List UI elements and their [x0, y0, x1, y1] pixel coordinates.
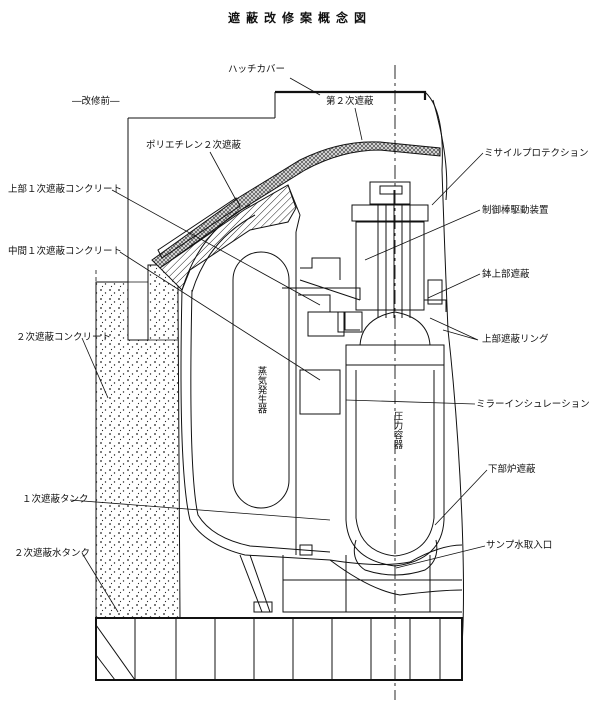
label-control-rod-drive: 制御棒駆動装置: [482, 204, 549, 216]
pressure-vessel-label: 圧力容器: [392, 411, 404, 449]
base-foundation: [95, 617, 463, 681]
secondary-shield-concrete-wall: [95, 264, 181, 619]
label-lower-furnace-shield: 下部炉遮蔽: [488, 463, 536, 475]
label-mirror-insulation: ミラーインシュレーション: [476, 399, 590, 410]
label-secondary-shield-water-tank: ２次遮蔽水タンク: [14, 547, 90, 559]
label-primary-shield-tank: １次遮蔽タンク: [22, 493, 89, 505]
diagram-title: 遮蔽改修案概念図: [228, 10, 372, 25]
label-secondary-shield-concrete: ２次遮蔽コンクリート: [16, 331, 111, 343]
label-hatch-cover: ハッチカバー: [228, 64, 285, 75]
label-upper-primary-shield-concrete: 上部１次遮蔽コンクリート: [8, 183, 122, 195]
steam-generator: 蒸気発生器: [232, 251, 290, 509]
label-secondary-shield-2: 第２次遮蔽: [326, 95, 374, 107]
label-polyethylene-secondary-shield: ポリエチレン２次遮蔽: [146, 139, 242, 151]
steam-generator-label: 蒸気発生器: [256, 366, 268, 414]
label-middle-primary-shield-concrete: 中間１次遮蔽コンクリート: [8, 245, 122, 257]
label-upper-shield-ring: 上部遮蔽リング: [482, 333, 549, 345]
leader-lines: [69, 77, 488, 613]
outer-structure: [127, 90, 464, 646]
primary-shield-tank: [180, 204, 411, 613]
label-sump-water-inlet: サンプ水取入口: [486, 539, 552, 551]
label-head-shield: 鉢上部遮蔽: [482, 268, 530, 280]
roof-shield: [151, 141, 441, 291]
control-rod-drive: [337, 181, 447, 333]
lower-shield: [329, 539, 463, 596]
labels: ―改修前― ハッチカバー 第２次遮蔽 ポリエチレン２次遮蔽 ミサイルプロテクショ…: [8, 64, 590, 559]
label-missile-protection: ミサイルプロテクション: [484, 148, 589, 159]
label-before-modification: ―改修前―: [72, 95, 120, 107]
